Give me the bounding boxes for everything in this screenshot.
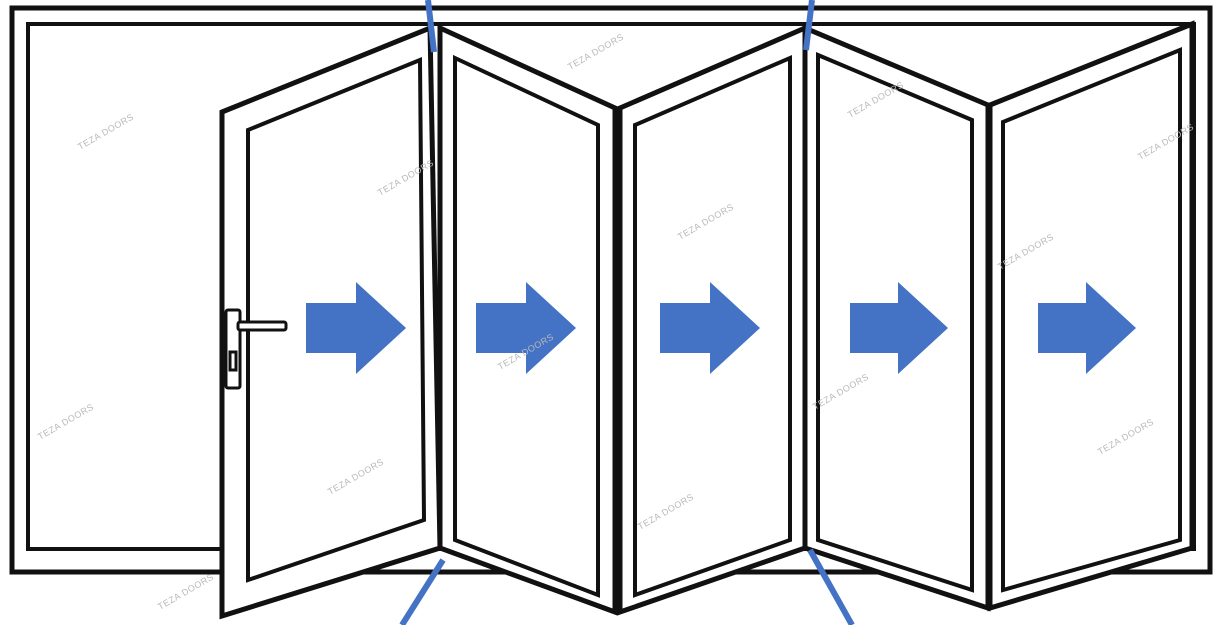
watermark: TEZA DOORS	[36, 402, 96, 442]
watermark: TEZA DOORS	[156, 572, 216, 612]
arrow-right-icon	[850, 282, 948, 374]
watermark: TEZA DOORS	[76, 112, 136, 152]
hinge-line-bottom-1	[399, 558, 446, 625]
door-leaf-2	[437, 24, 618, 616]
door-handle-icon	[224, 308, 288, 390]
direction-arrows	[306, 282, 1136, 374]
hinge-line-top-1	[425, 0, 437, 53]
watermark: TEZA DOORS	[566, 32, 626, 72]
hinge-lines	[399, 0, 855, 625]
arrow-right-icon	[660, 282, 760, 374]
arrow-right-icon	[306, 282, 406, 374]
arrow-right-icon	[1038, 282, 1136, 374]
arrow-right-icon	[476, 282, 576, 374]
hinge-line-top-2	[803, 0, 815, 51]
hinge-line-bottom-2	[807, 548, 855, 625]
